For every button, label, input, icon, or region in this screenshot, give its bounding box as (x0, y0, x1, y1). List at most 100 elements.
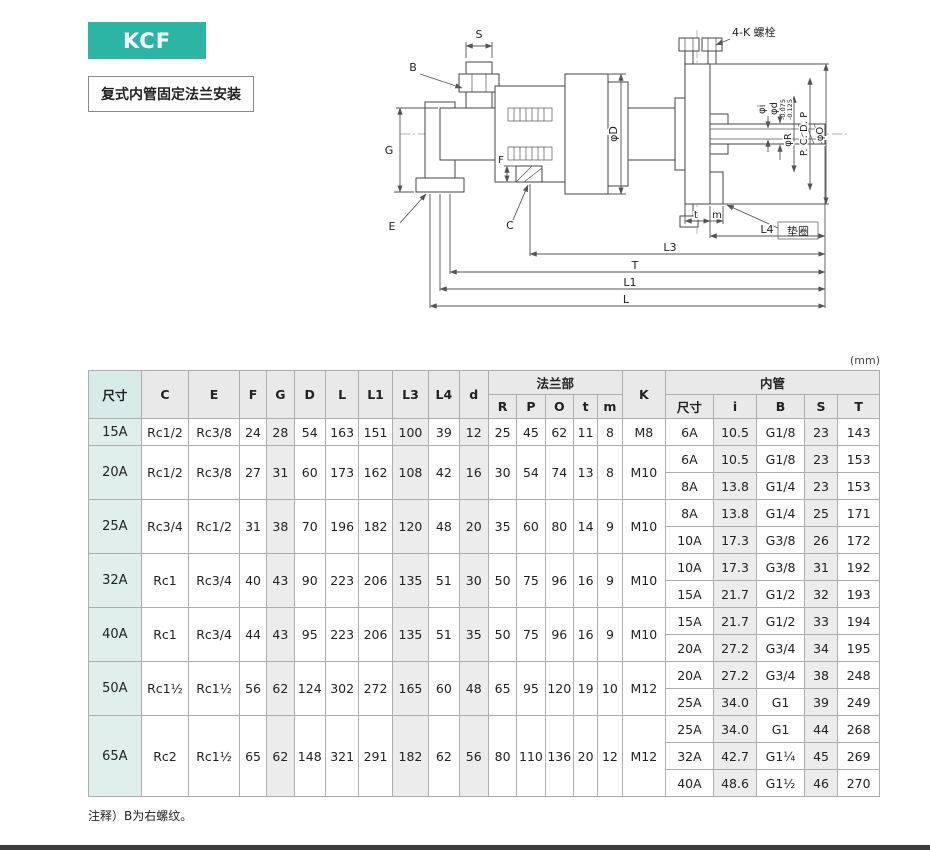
cell-G: 31 (266, 445, 295, 500)
dim-label-phi-i: φi (757, 105, 768, 114)
inlet-fitting (458, 61, 500, 109)
cell-T: 268 (837, 715, 880, 743)
cell-G: 43 (266, 607, 295, 662)
cell-d: 20 (458, 499, 489, 554)
cell-T: 193 (837, 580, 880, 608)
cell-S: 23 (803, 418, 839, 446)
cell-S: 23 (803, 472, 839, 500)
cell-t: 16 (572, 553, 599, 608)
cell-O: 136 (544, 715, 574, 797)
joint-body (494, 73, 676, 195)
cell-L3: 100 (391, 418, 430, 446)
cell-O: 120 (544, 661, 574, 716)
cell-L: 173 (324, 445, 360, 500)
cell-K: M8 (621, 418, 667, 446)
cell-S: 26 (803, 526, 839, 554)
cell-B: G1 (756, 715, 805, 743)
cell-i: 10.5 (712, 445, 758, 473)
cell-L1: 162 (358, 445, 393, 500)
unit-label: (mm) (849, 354, 880, 367)
cell-i: 17.3 (712, 553, 758, 581)
dim-label-phi-o: φO (815, 127, 826, 142)
cell-L4: 60 (428, 661, 460, 716)
cell-d: 30 (458, 553, 489, 608)
cell-G: 43 (266, 553, 295, 608)
cell-inner-size: 32A (665, 742, 714, 770)
cell-L3: 165 (391, 661, 430, 716)
cell-L: 196 (324, 499, 360, 554)
cell-O: 96 (544, 553, 574, 608)
cell-K: M10 (621, 553, 667, 608)
cell-R: 25 (487, 418, 518, 446)
cell-C: Rc2 (140, 715, 190, 797)
page-footer-bar (0, 845, 930, 850)
cell-L3: 135 (391, 607, 430, 662)
cell-D: 54 (293, 418, 326, 446)
cell-L3: 135 (391, 553, 430, 608)
dim-label-l4: L4 (760, 223, 773, 236)
cell-L3: 108 (391, 445, 430, 500)
col-header-C: C (140, 370, 190, 419)
col-header-L1: L1 (358, 370, 393, 419)
col-header-K: K (621, 370, 667, 419)
col-header-inner-size: 尺寸 (665, 394, 714, 419)
cell-i: 27.2 (712, 661, 758, 689)
cell-C: Rc1 (140, 607, 190, 662)
cell-O: 62 (544, 418, 574, 446)
cell-size: 50A (88, 661, 142, 716)
col-header-T: T (837, 394, 880, 419)
dim-label-phi-d-body: φD (607, 126, 620, 142)
cell-T: 171 (837, 499, 880, 527)
cell-L: 321 (324, 715, 360, 797)
cell-P: 45 (516, 418, 546, 446)
cell-i: 21.7 (712, 580, 758, 608)
cell-i: 34.0 (712, 715, 758, 743)
cell-L1: 206 (358, 607, 393, 662)
cell-K: M12 (621, 715, 667, 797)
cell-T: 143 (837, 418, 880, 446)
cell-t: 11 (572, 418, 599, 446)
col-header-t: t (572, 394, 599, 419)
cell-size: 20A (88, 445, 142, 500)
cell-F: 40 (238, 553, 268, 608)
col-header-P: P (516, 394, 546, 419)
cell-i: 13.8 (712, 499, 758, 527)
dim-label-pcd: P. C. D. P (799, 112, 810, 156)
cell-P: 110 (516, 715, 546, 797)
product-subtitle: 复式内管固定法兰安装 (88, 76, 254, 112)
cell-B: G1 (756, 688, 805, 716)
cell-i: 34.0 (712, 688, 758, 716)
cell-L: 302 (324, 661, 360, 716)
cell-O: 74 (544, 445, 574, 500)
col-header-d: d (458, 370, 489, 419)
cell-L: 223 (324, 607, 360, 662)
cell-D: 70 (293, 499, 326, 554)
dim-label-t-total: T (631, 259, 639, 272)
dim-label-phi-small-d: φd (769, 102, 780, 115)
cell-S: 39 (803, 688, 839, 716)
cell-B: G1/2 (756, 607, 805, 635)
cell-L3: 120 (391, 499, 430, 554)
cell-F: 27 (238, 445, 268, 500)
cell-E: Rc1½ (188, 661, 240, 716)
cell-E: Rc3/8 (188, 418, 240, 446)
dim-label-l3: L3 (663, 241, 676, 254)
cell-t: 13 (572, 445, 599, 500)
cell-m: 8 (597, 445, 623, 500)
tolerance-lower: -0.125 (786, 99, 794, 120)
cell-K: M10 (621, 607, 667, 662)
cell-S: 44 (803, 715, 839, 743)
cell-t: 14 (572, 499, 599, 554)
cell-L4: 51 (428, 553, 460, 608)
tolerance-upper: -0.075 (779, 99, 787, 120)
cell-L4: 42 (428, 445, 460, 500)
technical-diagram: S B 4-K 螺栓 G E C (380, 22, 900, 342)
cell-m: 9 (597, 553, 623, 608)
